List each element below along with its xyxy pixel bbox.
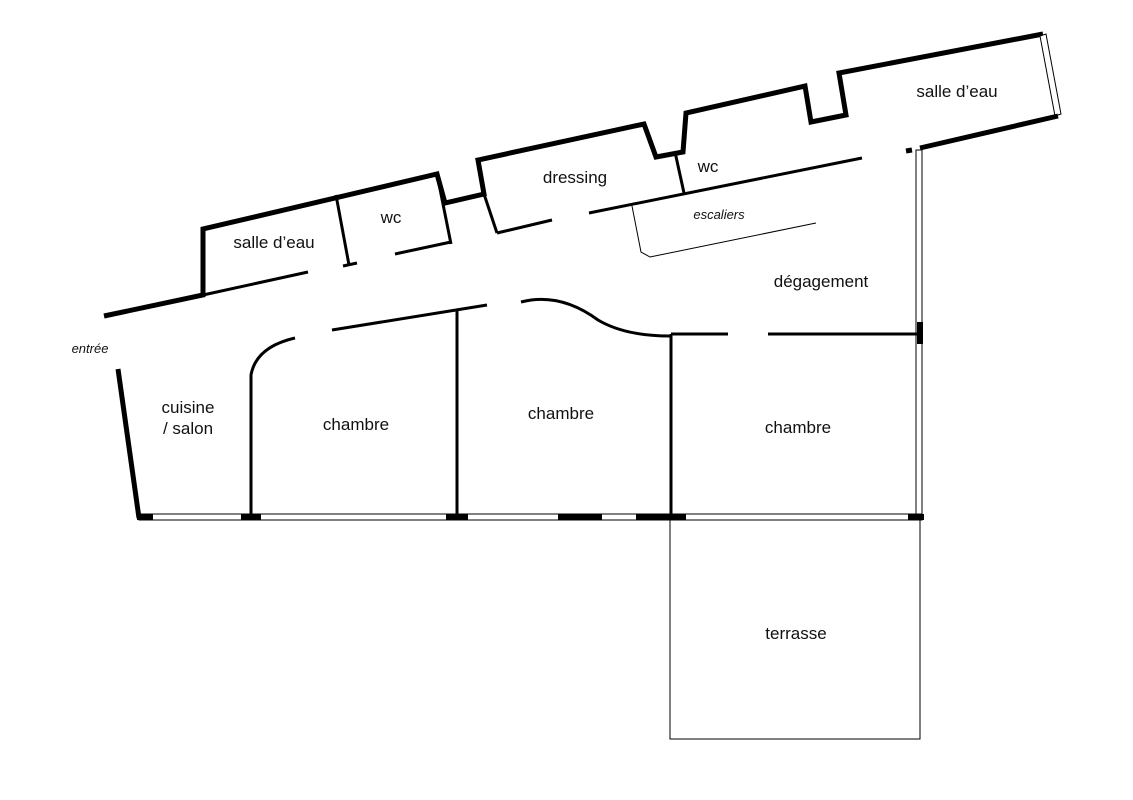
left-bath-walls	[202, 173, 453, 297]
room-label-chambre-2: chambre	[528, 404, 594, 423]
room-label-escaliers: escaliers	[693, 207, 745, 222]
room-label-cuisine: cuisine	[162, 398, 215, 417]
room-label-wc-left: wc	[380, 208, 402, 227]
bedroom-walls	[115, 297, 920, 519]
room-label-dressing: dressing	[543, 168, 607, 187]
room-label-wc-right: wc	[697, 157, 719, 176]
room-label-entree: entrée	[72, 341, 109, 356]
dressing-walls	[482, 151, 863, 235]
staircase	[631, 205, 817, 258]
room-label-terrasse: terrasse	[765, 624, 826, 643]
room-label-salon: / salon	[163, 419, 213, 438]
room-label-salle-eau-left: salle d’eau	[233, 233, 314, 252]
room-label-chambre-3: chambre	[765, 418, 831, 437]
room-label-chambre-1: chambre	[323, 415, 389, 434]
room-label-degagement: dégagement	[774, 272, 869, 291]
south-facade	[137, 513, 924, 521]
terrace	[669, 519, 921, 740]
window-northeast	[1039, 33, 1062, 117]
room-label-salle-eau-right: salle d’eau	[916, 82, 997, 101]
north-wall	[103, 31, 1062, 319]
